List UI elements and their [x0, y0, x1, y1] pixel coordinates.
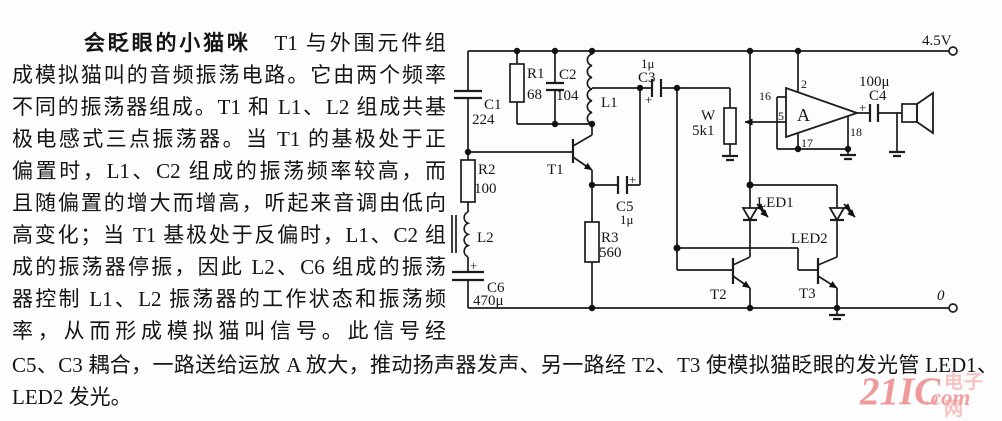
speaker: [889, 91, 934, 158]
resistor-r1: [509, 51, 525, 124]
watermark-brand: 21IC: [860, 370, 941, 413]
led-branch: [731, 51, 856, 321]
capacitor-c6: [452, 257, 484, 308]
ground-rail: [468, 303, 958, 313]
title-line-rest: T1 与外围元件组: [250, 31, 446, 55]
text-line: 率，从而形成模拟猫叫信号。此信号经: [12, 319, 446, 343]
transistor-t3: [816, 258, 845, 321]
text-line: C5、C3 耦合，一路送给运放 A 放大，推动扬声器发声、另一路经 T2、T3 …: [12, 353, 998, 377]
label-w: W: [701, 108, 716, 124]
potentiometer-w: [722, 107, 786, 162]
label-pin18: 18: [850, 125, 862, 139]
label-r3-value: 560: [599, 245, 622, 261]
label-c6-plus: +: [470, 258, 477, 273]
watermark-com: .com: [925, 385, 971, 410]
capacitor-c1: [454, 51, 482, 160]
article-text-bottom: C5、C3 耦合，一路送给运放 A 放大，推动扬声器发声、另一路经 T2、T3 …: [12, 349, 998, 413]
label-t2: T2: [710, 287, 727, 303]
label-c4: C4: [869, 88, 887, 104]
text-line: 成模拟猫叫的音频振荡电路。它由两个频率: [12, 63, 446, 87]
label-c6: C6: [487, 280, 505, 296]
label-c1-value: 224: [472, 112, 495, 128]
label-supply: 4.5V: [922, 33, 952, 49]
label-w-value: 5k1: [692, 123, 715, 139]
capacitor-c5: [592, 88, 641, 194]
supply-terminal: [948, 46, 958, 56]
text-line: 偏置时，L1、C2 组成的振荡频率较高，而: [12, 159, 446, 183]
label-led1: LED1: [757, 195, 794, 211]
label-r1-value: 68: [527, 87, 542, 103]
label-c2-value: 104: [556, 88, 579, 104]
text-line: 器控制 L1、L2 振荡器的工作状态和振荡频: [12, 287, 446, 311]
transistor-t1: [468, 124, 593, 185]
led2: [817, 185, 856, 266]
label-c5-plus: +: [629, 172, 636, 187]
article-title: 会眨眼的小猫咪: [84, 31, 251, 55]
text-line: 不同的振荡器组成。T1 和 L1、L2 组成共基: [12, 95, 446, 119]
transistor-t2: [731, 258, 751, 308]
article-text: 会眨眼的小猫咪 T1 与外围元件组 成模拟猫叫的音频振荡电路。它由两个频率 不同…: [12, 27, 446, 347]
text-line: 且随偏置的增大而增高，听起来音调由低向: [12, 191, 446, 215]
zero-terminal: [948, 303, 958, 313]
label-t3: T3: [799, 286, 816, 302]
label-l2: L2: [477, 230, 494, 246]
label-r2-value: 100: [474, 181, 497, 197]
label-c3-value: 1μ: [641, 56, 655, 71]
capacitor-c4: [857, 104, 902, 122]
label-c2: C2: [559, 67, 577, 83]
base-drive-wires: [676, 88, 818, 271]
label-c4-value: 100μ: [859, 74, 890, 90]
resistor-r3: [584, 185, 600, 308]
label-c4-plus: +: [859, 100, 866, 115]
label-c5: C5: [616, 199, 634, 215]
led1: [732, 185, 769, 266]
label-pin5: 5: [778, 109, 784, 123]
label-pin17: 17: [801, 136, 813, 150]
label-c3: C3: [638, 70, 656, 86]
text-line: 高变化；当 T1 基极处于反偏时，L1、C2 组: [12, 223, 446, 247]
label-c3-plus: +: [645, 92, 652, 107]
capacitor-c2: [546, 51, 564, 124]
text-line: 会眨眼的小猫咪 T1 与外围元件组: [12, 27, 446, 59]
label-zero: 0: [937, 288, 945, 304]
junction-dots: [464, 47, 852, 312]
label-c1: C1: [484, 97, 502, 113]
label-c5-value: 1μ: [620, 212, 634, 227]
label-r3: R3: [601, 230, 619, 246]
inductor-l1: [586, 51, 593, 126]
text-line: 成的振荡器停振，因此 L2、C6 组成的振荡: [12, 255, 446, 279]
opamp-a: [776, 51, 860, 161]
text-line: 极电感式三点振荡器。当 T1 的基极处于正: [12, 127, 446, 151]
label-l1: L1: [601, 95, 618, 111]
label-r1: R1: [527, 66, 545, 82]
resistor-r2: [460, 159, 476, 212]
label-pin16: 16: [759, 89, 771, 103]
circuit-schematic: 4.5V 0 C1 224 R1 68 C2 104 L1 1μ C3 + R2…: [451, 33, 958, 321]
label-t1: T1: [547, 162, 564, 178]
label-r2: R2: [478, 162, 496, 178]
text-line: LED2 发光。: [12, 385, 132, 409]
inductor-l2: [451, 211, 471, 258]
supply-rail: [468, 46, 958, 56]
label-pin2: 2: [801, 77, 807, 91]
label-c6-value: 470μ: [473, 293, 504, 309]
label-led2: LED2: [791, 231, 828, 247]
label-amp: A: [797, 105, 810, 125]
